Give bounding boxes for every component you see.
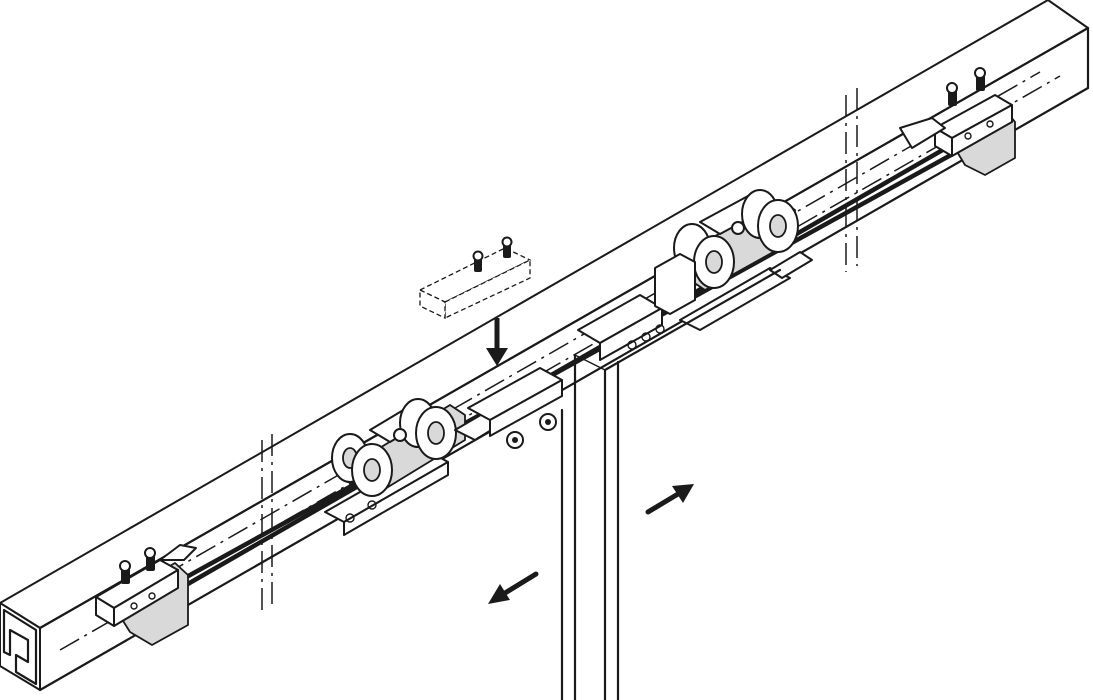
- right-roller-carriage: [577, 189, 813, 361]
- drive-belt: [158, 138, 962, 602]
- arrow-down-left-icon: [488, 571, 539, 604]
- right-door-panel: [573, 268, 782, 700]
- left-end-stop: [95, 544, 197, 646]
- belt-clamp-ghost: [418, 236, 532, 320]
- left-door-panel: [560, 400, 577, 700]
- break-lines: [261, 88, 858, 616]
- left-roller-carriage: [324, 367, 563, 536]
- down-arrow-icon: [486, 318, 508, 366]
- right-end-stop: [899, 67, 1016, 176]
- arrow-up-right-icon: [645, 484, 694, 515]
